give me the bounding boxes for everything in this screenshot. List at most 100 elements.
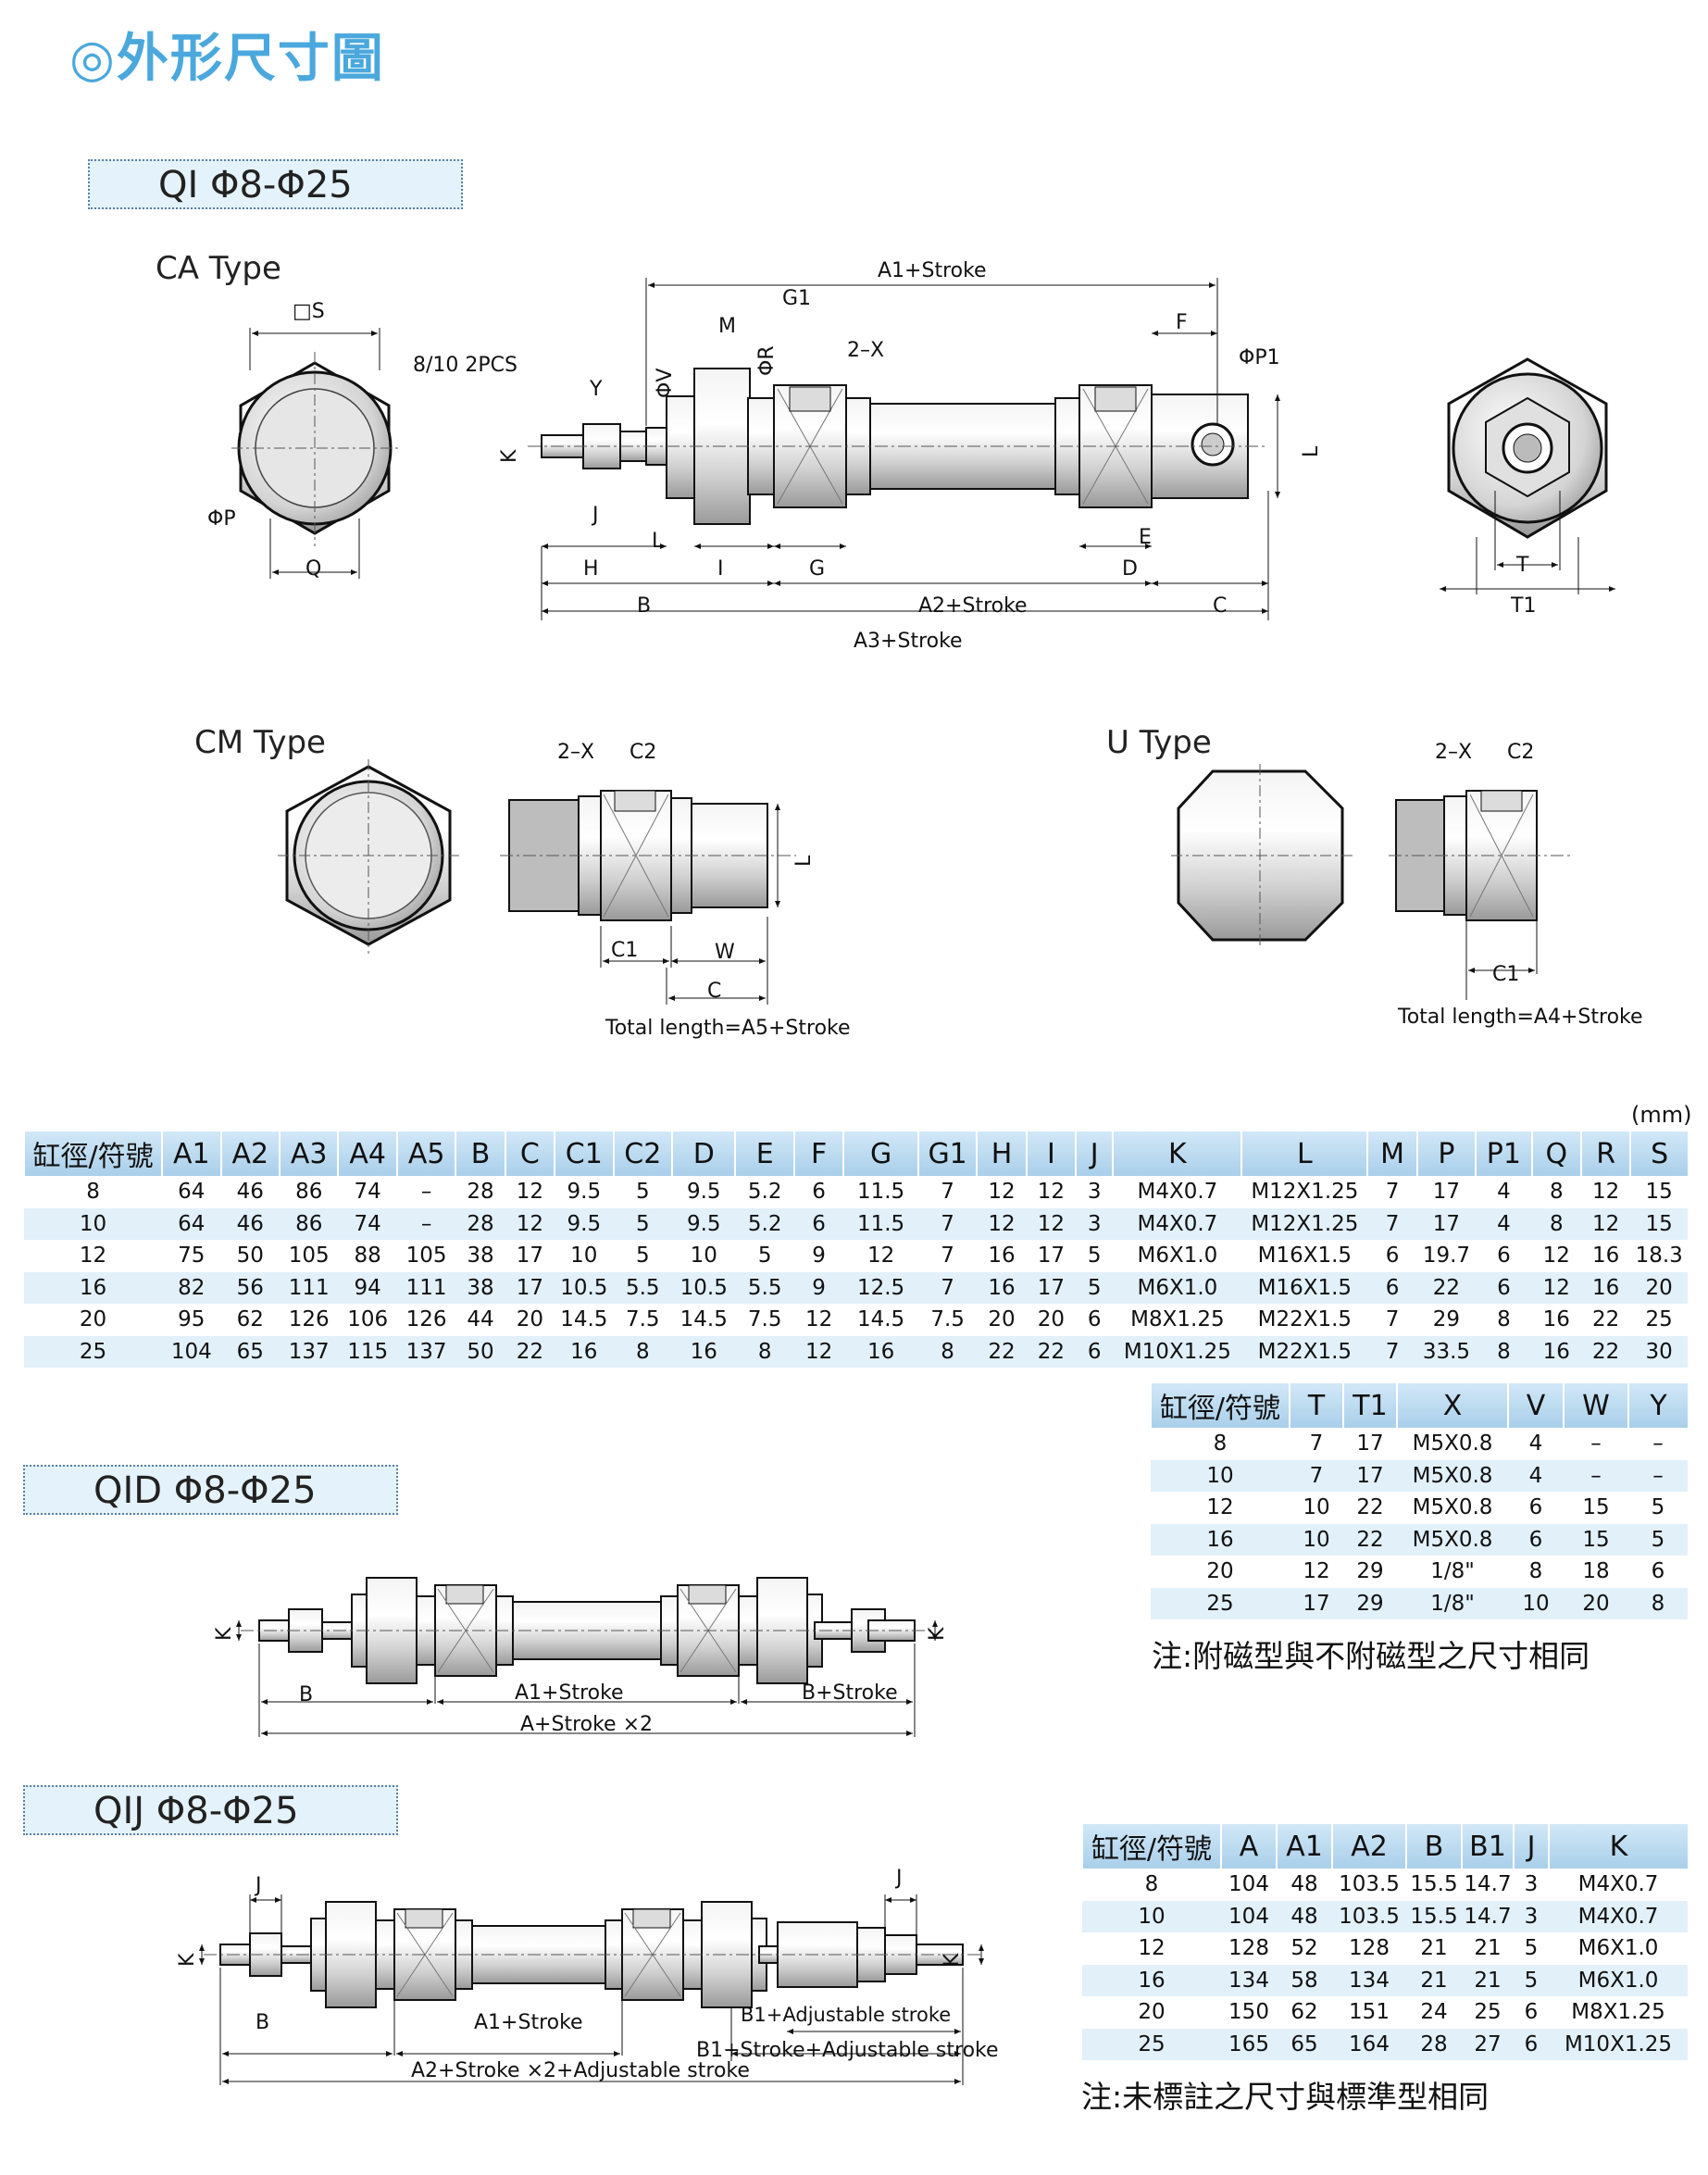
page-title: ◎外形尺寸圖 — [69, 29, 385, 89]
u-dim-c1: C1 — [1492, 963, 1520, 986]
dim-l: L — [1300, 445, 1323, 457]
table-header-cell: C — [504, 1131, 555, 1176]
table-cell: 21 — [1406, 1964, 1462, 1996]
table-cell: 6 — [1076, 1335, 1114, 1368]
table-header-cell: J — [1075, 1131, 1114, 1176]
table-cell: 7 — [917, 1207, 978, 1240]
section-qid-title: QID Φ8-Φ25 — [23, 1465, 398, 1515]
table-cell: – — [1628, 1459, 1688, 1492]
table-header-cell: J — [1513, 1824, 1549, 1869]
table-cell: 8 — [1531, 1207, 1581, 1240]
table-cell: 5 — [1514, 1964, 1549, 1996]
table-cell: 15.5 — [1410, 1872, 1458, 1897]
table-cell: 25 — [1645, 1307, 1673, 1332]
table-cell: 50 — [455, 1335, 505, 1368]
table-cell: 7 — [1290, 1459, 1343, 1492]
table-cell: 12 — [977, 1207, 1027, 1240]
table-cell: 16 — [1580, 1271, 1631, 1304]
ca-end-view-clevis — [1440, 357, 1615, 594]
table-header-cell: P1 — [1475, 1131, 1532, 1176]
table-cell: 137 — [396, 1335, 456, 1368]
table-cell: 7 — [917, 1271, 978, 1304]
table-cell: 17 — [1037, 1244, 1066, 1269]
table-cell: 111 — [396, 1271, 456, 1304]
table-header-cell: T1 — [1342, 1383, 1397, 1428]
table-cell: 12 — [505, 1207, 555, 1240]
table-header-cell: G — [842, 1131, 918, 1176]
table-header-cell: X — [1396, 1383, 1508, 1428]
table-cell: 62 — [236, 1307, 264, 1332]
table-cell: 18 — [1582, 1559, 1610, 1584]
qij-dim-b: B — [256, 2011, 270, 2034]
table-cell: 82 — [162, 1271, 221, 1304]
section-qi-title: QI Φ8-Φ25 — [88, 159, 463, 209]
table-cell: M6X1.0 — [1577, 1936, 1659, 1961]
table-cell: 6 — [1514, 2028, 1549, 2060]
table-header-cell: 缸徑/符號 — [1081, 1824, 1221, 1869]
table-cell: 15 — [1645, 1180, 1673, 1205]
table-cell: 15 — [1630, 1207, 1688, 1240]
dim-s: □S — [293, 300, 325, 323]
table-cell: 16 — [555, 1335, 614, 1368]
qij-dim-k-left: K — [176, 1953, 199, 1967]
table-cell: 104 — [162, 1335, 221, 1368]
section-qij-title: QIJ Φ8-Φ25 — [23, 1785, 398, 1835]
table-cell: 10 — [1290, 1523, 1343, 1556]
table-header-cell: L — [1240, 1131, 1368, 1176]
table-cell: 20 — [1206, 1559, 1234, 1584]
table-header-cell: W — [1563, 1383, 1628, 1428]
table-cell: 6 — [1367, 1271, 1417, 1304]
dim-p: ΦP — [207, 507, 236, 531]
table-cell: 48 — [1277, 1900, 1332, 1932]
table-cell: M6X1.0 — [1549, 1964, 1688, 1996]
table-cell: 104 — [1221, 1900, 1277, 1932]
table-cell: 115 — [338, 1335, 397, 1368]
table-cell: 19.7 — [1422, 1244, 1471, 1269]
table-cell: 64 — [162, 1207, 221, 1240]
table-cell: 12 — [793, 1335, 844, 1368]
table-cell: 15 — [1564, 1523, 1628, 1556]
qij-dim-k-right: K — [941, 1953, 964, 1967]
table-header-cell: F — [792, 1131, 844, 1176]
table-cell: 16 — [1151, 1523, 1290, 1556]
table-cell: 164 — [1332, 2028, 1406, 2060]
table-cell: 7.5 — [625, 1307, 660, 1332]
table-cell: 88 — [354, 1244, 381, 1269]
qij-side-view — [199, 1894, 984, 2085]
table-cell: M12X1.25 — [1241, 1207, 1368, 1240]
table-cell: 62 — [1290, 2000, 1318, 2025]
table-cell: 103.5 — [1339, 1872, 1400, 1897]
table-cell: 33.5 — [1416, 1335, 1477, 1368]
table-header-cell: D — [670, 1131, 736, 1176]
ca-type-label: CA Type — [156, 250, 281, 287]
table-cell: 10 — [1082, 1900, 1221, 1932]
qid-dim-k-left: K — [213, 1627, 236, 1641]
table-cell: 20 — [988, 1307, 1016, 1332]
table-cell: 24 — [1420, 2000, 1448, 2025]
table-cell: 106 — [347, 1307, 389, 1332]
table-cell: 29 — [1356, 1559, 1384, 1584]
table-cell: 7.5 — [930, 1307, 965, 1332]
table-cell: 10 — [690, 1244, 717, 1269]
table-cell: 5.5 — [735, 1271, 794, 1304]
ca-end-view-rod — [231, 328, 398, 579]
u-total-length: Total length=A4+Stroke — [1398, 1006, 1643, 1029]
table-cell: 22 — [505, 1335, 555, 1368]
table-cell: M5X0.8 — [1397, 1459, 1508, 1492]
table-header-cell: A2 — [1331, 1824, 1406, 1869]
table-cell: 75 — [178, 1244, 206, 1269]
table-cell: M22X1.5 — [1241, 1335, 1368, 1368]
table-cell: M5X0.8 — [1412, 1431, 1493, 1456]
table-cell: 20 — [1564, 1587, 1628, 1619]
table-cell: 64 — [178, 1180, 206, 1205]
table-cell: 16 — [1082, 1964, 1221, 1996]
table-header-cell: M — [1366, 1131, 1417, 1176]
table-header-cell: A1 — [1276, 1824, 1332, 1869]
table-cell: – — [396, 1207, 456, 1240]
table-cell: 12 — [1037, 1180, 1066, 1205]
table-header-cell: V — [1507, 1383, 1564, 1428]
